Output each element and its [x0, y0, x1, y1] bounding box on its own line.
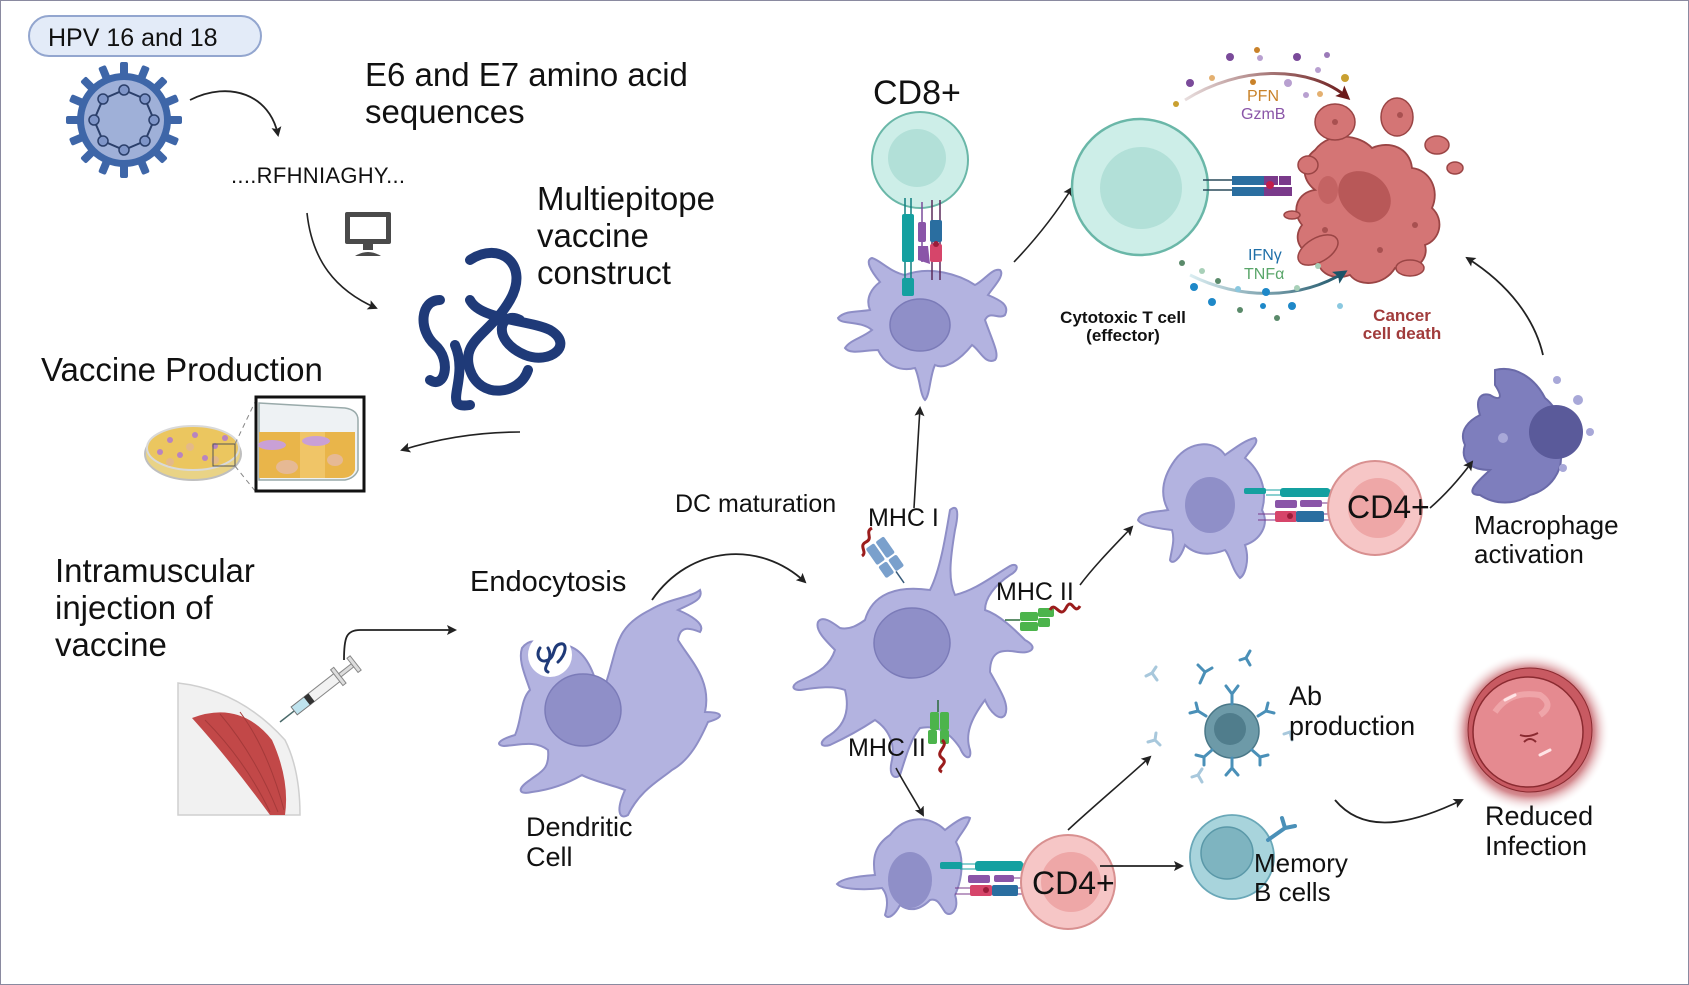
label-reduced-line1: Reduced — [1485, 801, 1594, 831]
label-cd4-bottom: CD4+ — [1032, 865, 1115, 901]
cancer-cell-icon — [1283, 97, 1464, 284]
label-cancer-line2: cell death — [1362, 323, 1442, 343]
label-mhc-ii-bottom: MHC II — [848, 734, 926, 762]
label-cancer-cell-death: Cancer cell death — [1342, 307, 1462, 343]
cd4-t-cell-bottom-icon — [835, 816, 1116, 930]
label-e6-e7-line2: sequences — [365, 92, 525, 130]
granule-dots — [1173, 47, 1349, 107]
cervix-icon — [1450, 652, 1610, 812]
arrow-ab-to-reduced-infection — [1334, 798, 1464, 824]
label-injection-line3: vaccine — [55, 625, 167, 663]
deltoid-muscle-icon — [177, 682, 301, 816]
arrow-sequence-to-construct — [306, 212, 378, 310]
label-memory-line2: B cells — [1254, 877, 1331, 908]
label-mhc-i: MHC I — [868, 504, 939, 532]
label-reduced-infection: Reduced Infection — [1485, 801, 1593, 861]
arrow-construct-to-production — [400, 431, 521, 453]
label-injection-line1: Intramuscular — [55, 552, 255, 589]
label-e6-e7: E6 and E7 amino acid sequences — [365, 56, 688, 131]
label-multiepitope-line3: construct — [537, 253, 671, 291]
hpv-badge-label: HPV 16 and 18 — [48, 24, 218, 52]
label-vaccine-production: Vaccine Production — [41, 351, 323, 388]
arrow-cd8-to-ctl — [1013, 186, 1074, 263]
label-endocytosis: Endocytosis — [470, 566, 627, 598]
label-dendritic-line1: Dendritic — [526, 812, 633, 842]
label-gzmb: GzmB — [1241, 106, 1286, 123]
memory-b-cell-icon — [1189, 814, 1297, 900]
arrow-cd4-to-ab — [1067, 755, 1152, 831]
label-tnfa: TNFα — [1244, 266, 1285, 283]
petri-dish-zoom-icon — [254, 395, 366, 493]
label-ifng: IFNγ — [1248, 247, 1282, 264]
arrow-macrophage-to-cancer — [1465, 256, 1544, 356]
label-ab-production: Ab production — [1289, 681, 1415, 741]
label-cancer-line1: Cancer — [1373, 306, 1431, 325]
label-e6-e7-line1: E6 and E7 amino acid — [365, 56, 688, 93]
petri-dish-icon — [144, 399, 257, 493]
arrow-endocytosis-to-maturation — [651, 553, 807, 601]
label-dendritic-cell: Dendritic Cell — [526, 812, 633, 872]
label-macrophage-activation: Macrophage activation — [1474, 510, 1619, 570]
label-pfn: PFN — [1247, 88, 1279, 105]
label-mhc-ii-right: MHC II — [996, 578, 1074, 606]
label-dc-maturation: DC maturation — [675, 490, 837, 518]
label-reduced-line2: Infection — [1485, 831, 1588, 862]
arrow-cd4-to-macrophage — [1429, 460, 1474, 509]
label-multiepitope-line2: vaccine — [537, 216, 649, 254]
label-cd4-top: CD4+ — [1347, 489, 1430, 525]
label-ab-line1: Ab — [1289, 681, 1323, 711]
label-ab-line2: production — [1289, 711, 1416, 742]
label-multiepitope-line1: Multiepitope — [537, 180, 715, 217]
arrow-dc-to-cd8 — [913, 406, 925, 509]
mature-dendritic-cell-icon — [792, 506, 1082, 778]
syringe-icon — [279, 655, 362, 723]
arrow-injection-to-endocytosis — [343, 625, 457, 661]
dendritic-cell-icon — [498, 588, 721, 818]
label-macrophage-line1: Macrophage — [1474, 510, 1619, 540]
label-ctl-line1: Cytotoxic T cell — [1060, 308, 1186, 327]
label-macrophage-line2: activation — [1474, 539, 1584, 570]
label-sequence: ....RFHNIAGHY... — [231, 163, 406, 188]
protein-construct-icon — [418, 247, 566, 411]
label-memory-line1: Memory — [1254, 848, 1348, 878]
hpv-virus-icon — [66, 62, 182, 178]
computer-monitor-icon — [345, 212, 391, 256]
label-cd8: CD8+ — [873, 74, 961, 112]
cytotoxic-t-cell-icon — [1070, 117, 1292, 257]
label-injection: Intramuscular injection of vaccine — [55, 552, 255, 664]
label-memory-b-cells: Memory B cells — [1254, 848, 1348, 908]
label-multiepitope: Multiepitope vaccine construct — [537, 180, 715, 292]
arrow-dc-to-cd4-top — [1079, 525, 1134, 586]
label-injection-line2: injection of — [55, 588, 213, 626]
hpv-badge: HPV 16 and 18 — [28, 15, 262, 57]
cd4-t-cell-top-icon — [1136, 436, 1423, 580]
label-ctl-line2: (effector) — [1086, 325, 1160, 345]
cd8-t-cell-icon — [836, 111, 1008, 402]
macrophage-icon — [1461, 367, 1594, 504]
label-dendritic-line2: Cell — [526, 842, 573, 873]
arrow-virus-to-sequence — [189, 90, 282, 137]
cytokine-dots — [1179, 260, 1343, 321]
arrow-dc-to-cd4-bottom — [895, 767, 924, 817]
b-cell-plasma-icon — [1144, 649, 1294, 784]
label-cytotoxic-t-cell: Cytotoxic T cell (effector) — [1058, 309, 1188, 345]
arrow-pfn-gzmb — [1184, 72, 1351, 102]
